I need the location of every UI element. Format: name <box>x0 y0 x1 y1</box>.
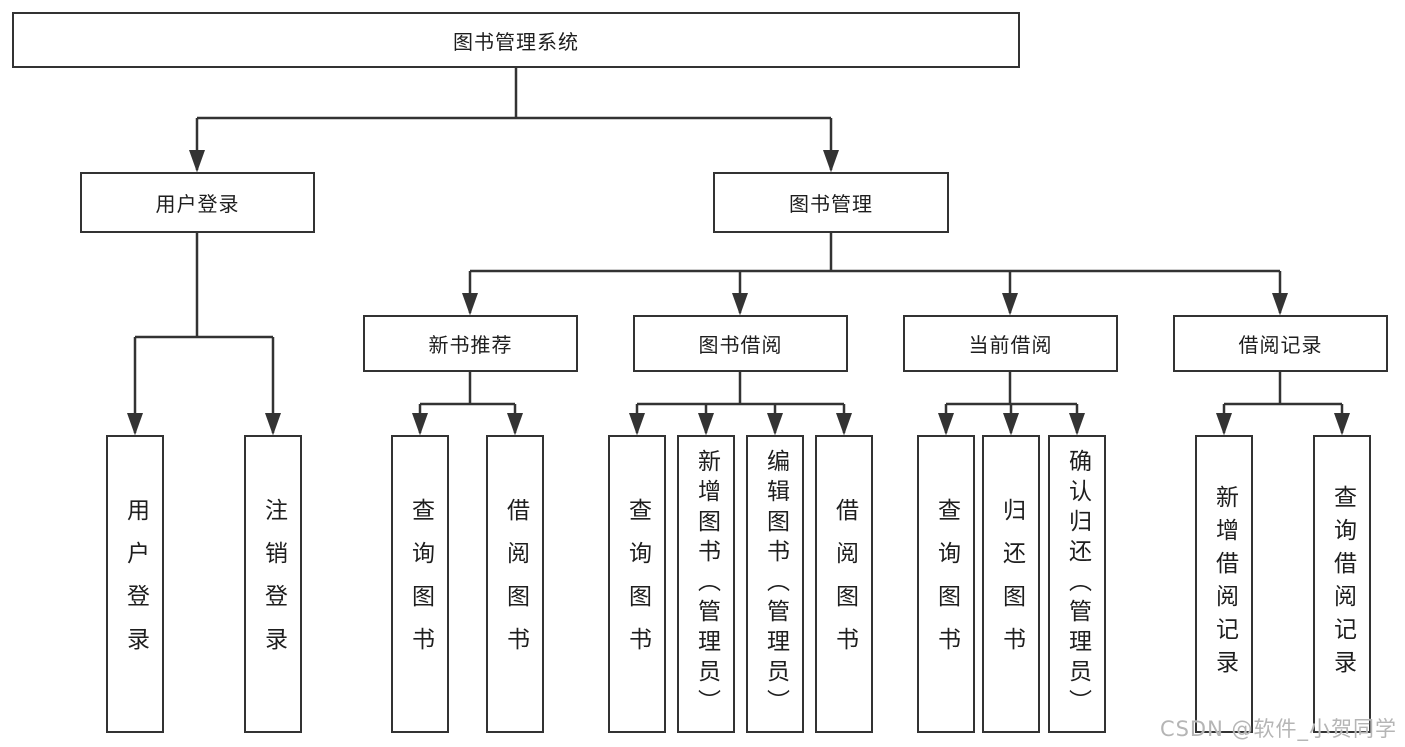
leaf-query-books-current: 查询图书 <box>917 435 975 733</box>
leaf-query-books-borrowing: 查询图书 <box>608 435 666 733</box>
node-new-book-recommend-label: 新书推荐 <box>428 333 513 357</box>
node-book-borrowing: 图书借阅 <box>633 315 848 372</box>
leaf-add-borrow-record: 新增借阅记录 <box>1195 435 1253 733</box>
leaf-borrow-books-recommend: 借阅图书 <box>486 435 544 733</box>
leaf-user-login: 用户登录 <box>106 435 164 733</box>
leaf-borrow-books-recommend-label: 借阅图书 <box>502 498 529 670</box>
leaf-return-book-label: 归还图书 <box>998 498 1025 670</box>
node-library-system-label: 图书管理系统 <box>453 29 579 54</box>
node-user-login: 用户登录 <box>80 172 315 233</box>
leaf-query-books-recommend: 查询图书 <box>391 435 449 733</box>
node-book-management-label: 图书管理 <box>789 192 873 216</box>
leaf-user-login-label: 用户登录 <box>122 498 149 670</box>
node-borrowing-records-label: 借阅记录 <box>1238 333 1323 357</box>
leaf-query-books-current-label: 查询图书 <box>933 498 960 670</box>
leaf-add-book-admin-label: 新增图书（管理员） <box>693 449 720 719</box>
leaf-add-borrow-record-label: 新增借阅记录 <box>1211 485 1238 683</box>
node-book-management: 图书管理 <box>713 172 949 233</box>
node-new-book-recommend: 新书推荐 <box>363 315 578 372</box>
leaf-logout-label: 注销登录 <box>260 498 287 670</box>
leaf-logout: 注销登录 <box>244 435 302 733</box>
leaf-edit-book-admin-label: 编辑图书（管理员） <box>762 449 789 719</box>
leaf-return-book: 归还图书 <box>982 435 1040 733</box>
leaf-add-book-admin: 新增图书（管理员） <box>677 435 735 733</box>
csdn-watermark: CSDN @软件_小贺同学 <box>1159 717 1397 741</box>
node-library-system: 图书管理系统 <box>12 12 1020 68</box>
leaf-query-borrow-record-label: 查询借阅记录 <box>1329 485 1356 683</box>
leaf-confirm-return-admin: 确认归还（管理员） <box>1048 435 1106 733</box>
leaf-confirm-return-admin-label: 确认归还（管理员） <box>1064 449 1091 719</box>
leaf-edit-book-admin: 编辑图书（管理员） <box>746 435 804 733</box>
node-borrowing-records: 借阅记录 <box>1173 315 1388 372</box>
leaf-query-borrow-record: 查询借阅记录 <box>1313 435 1371 733</box>
leaf-borrow-books-borrowing: 借阅图书 <box>815 435 873 733</box>
leaf-query-books-recommend-label: 查询图书 <box>407 498 434 670</box>
node-book-borrowing-label: 图书借阅 <box>698 333 783 357</box>
leaf-borrow-books-borrowing-label: 借阅图书 <box>831 498 858 670</box>
node-user-login-label: 用户登录 <box>155 192 240 216</box>
leaf-query-books-borrowing-label: 查询图书 <box>624 498 651 670</box>
node-current-borrowing: 当前借阅 <box>903 315 1118 372</box>
node-current-borrowing-label: 当前借阅 <box>968 333 1053 357</box>
